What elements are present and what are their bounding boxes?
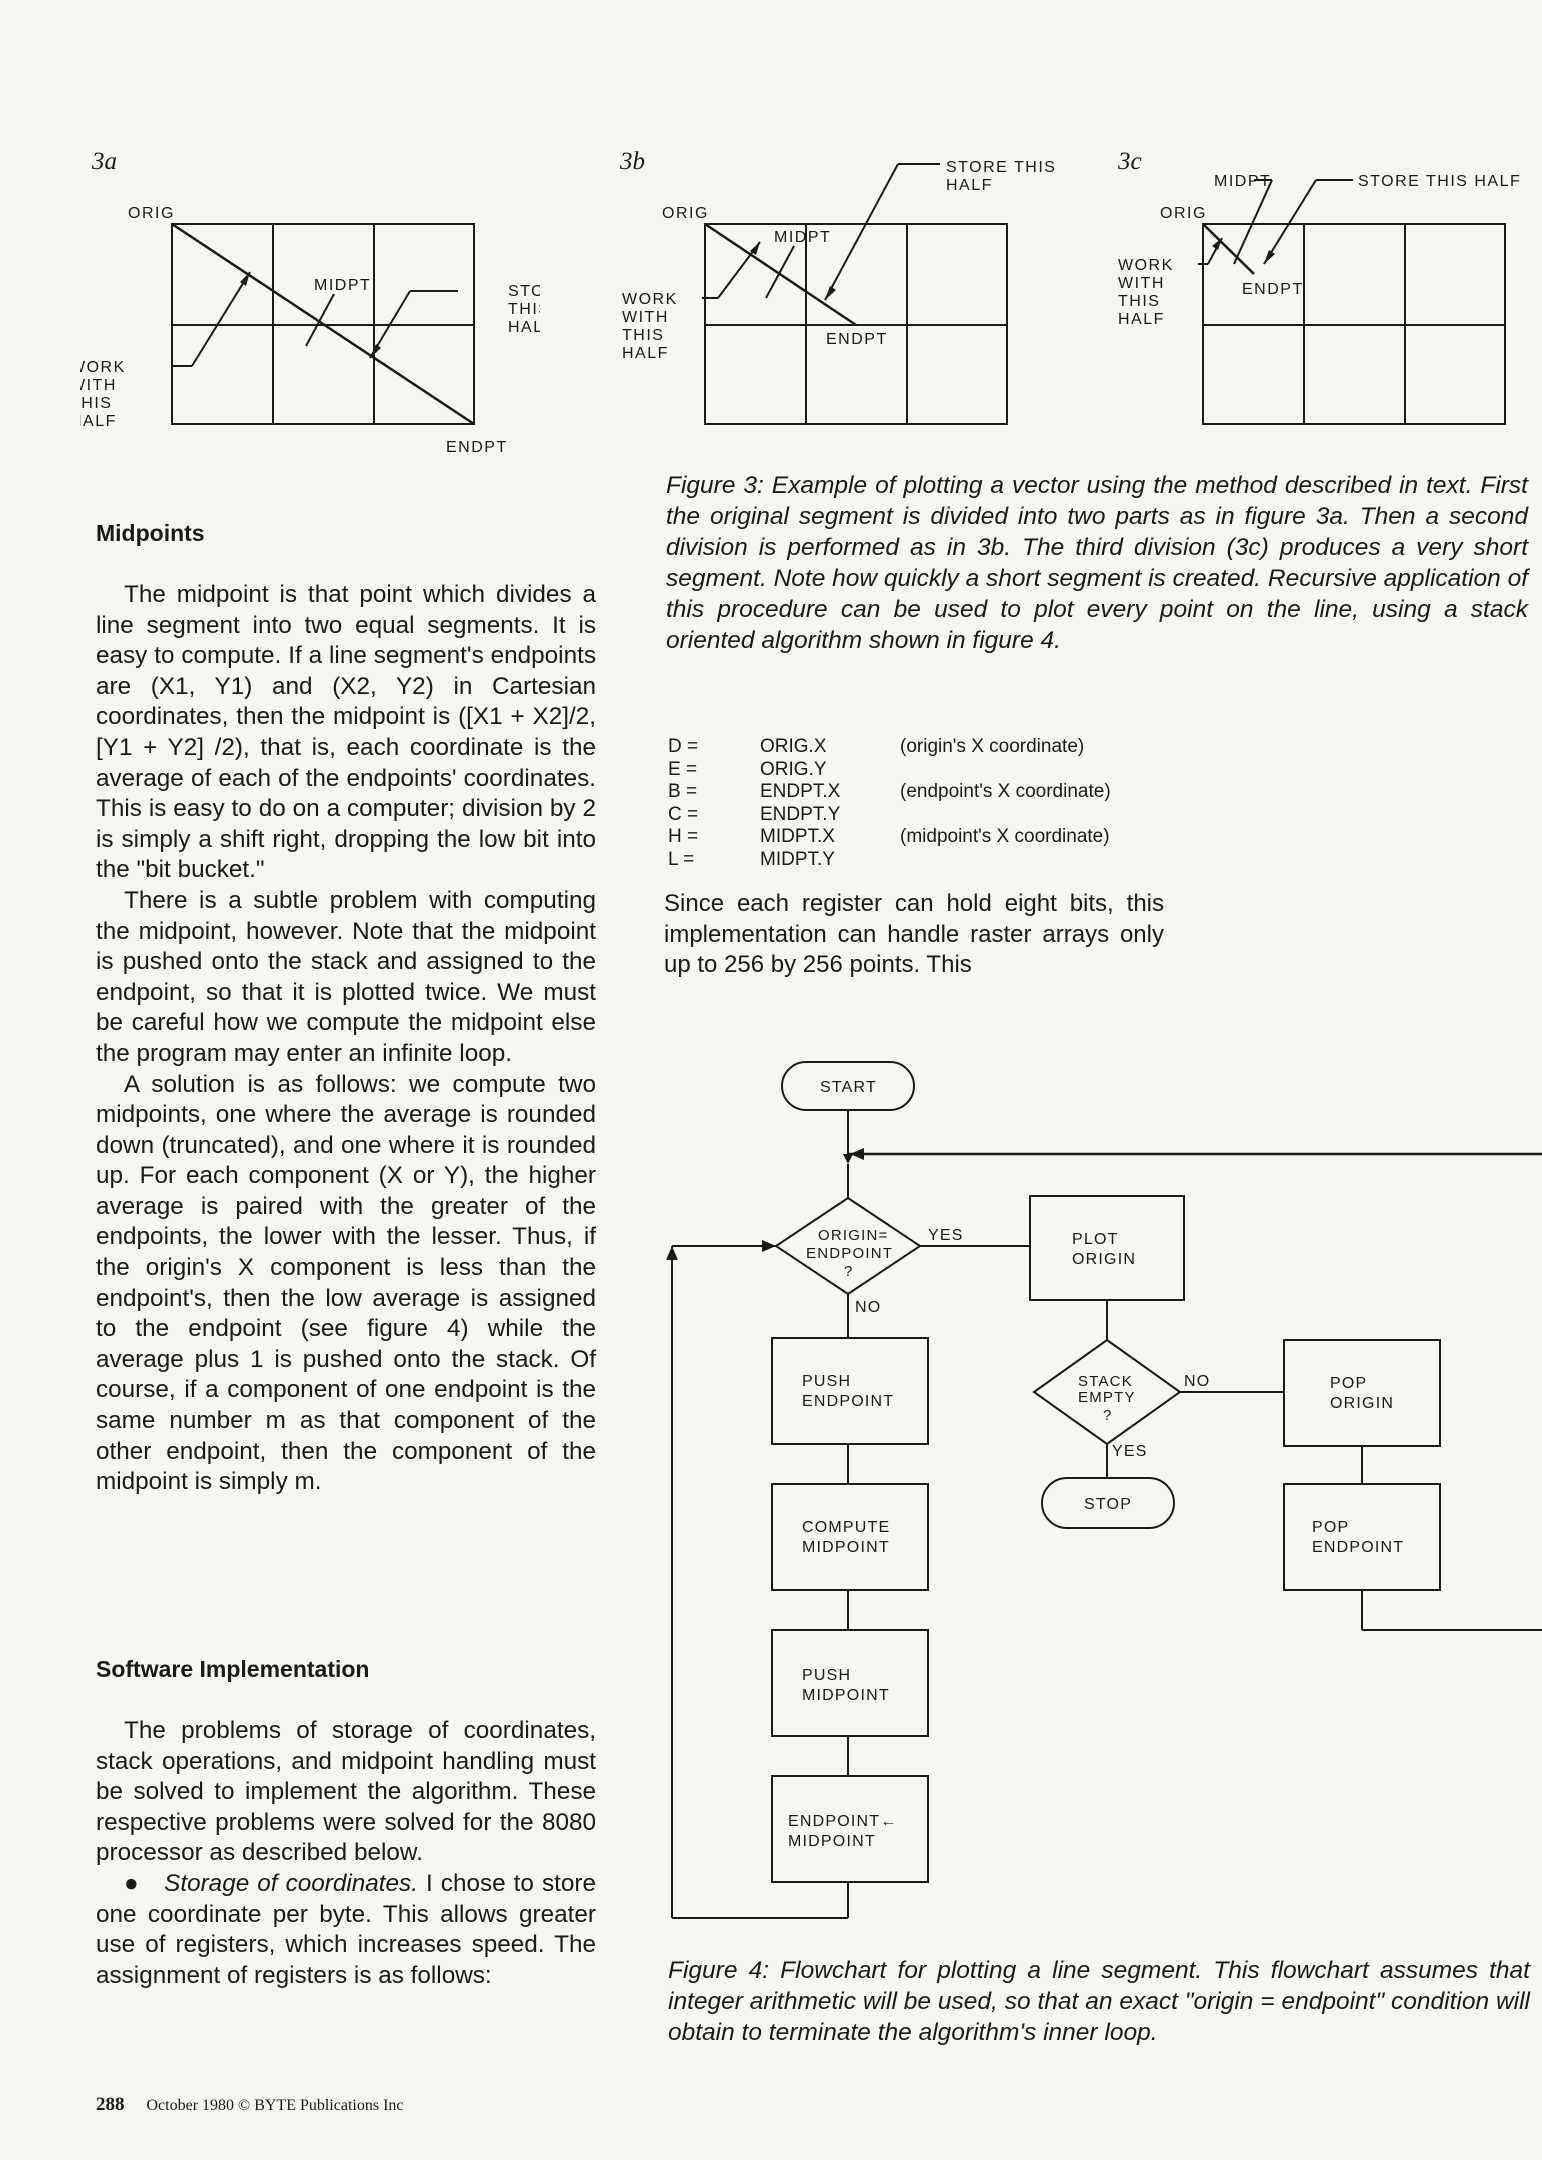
flow-pop-endpoint-line2: ENDPOINT [1312, 1539, 1404, 1556]
fig3a-work-2: WITH [80, 377, 117, 394]
paragraph-solution: A solution is as follows: we compute two… [96, 1070, 596, 1496]
flow-pop-endpoint [1283, 1483, 1441, 1591]
figure-3b-label: 3b [620, 148, 645, 175]
left-column-body: The midpoint is that point which divides… [96, 580, 596, 1498]
paragraph-midpoint-definition: The midpoint is that point which divides… [96, 581, 596, 884]
flow-push-endpoint-line2: ENDPOINT [802, 1393, 894, 1410]
flow-push-midpoint [771, 1629, 929, 1737]
register-row: E = ORIG.Y [668, 758, 827, 780]
flow-stop-label: STOP [1084, 1496, 1132, 1513]
paragraph-storage: ● Storage of coordinates. I chose to sto… [96, 1869, 596, 1991]
flow-compute-midpoint [771, 1483, 929, 1591]
fig3c-work-4: HALF [1118, 311, 1165, 328]
fig3c-store-label: STORE THIS HALF [1358, 173, 1521, 190]
flow-push-midpoint-line2: MIDPOINT [802, 1687, 890, 1704]
flow-decision1-line3: ? [844, 1263, 854, 1280]
fig3b-endpt-label: ENDPT [826, 331, 888, 348]
fig3b-orig-label: ORIG [662, 205, 709, 222]
flow-pop-endpoint-line1: POP [1312, 1519, 1349, 1536]
paragraph-register-capacity: Since each register can hold eight bits,… [664, 890, 1164, 979]
storage-text: I chose to store one coordinate per byte… [96, 1869, 596, 1989]
fig3a-store-3: HALF [508, 319, 540, 336]
fig3a-work-3: THIS [80, 395, 112, 412]
fig3b-store-1: STORE THIS [946, 159, 1056, 176]
flow-decision2-line3: ? [1103, 1407, 1113, 1424]
flow-plot-origin [1029, 1195, 1185, 1301]
flow-push-endpoint [771, 1337, 929, 1445]
flow-assign-line1: ENDPOINT← [788, 1813, 897, 1830]
fig3b-store-2: HALF [946, 177, 993, 194]
fig3a-endpt-label: ENDPT [446, 439, 508, 456]
figure-3c-label: 3c [1118, 148, 1142, 175]
flow-no2: NO [1184, 1373, 1210, 1390]
register-row: C = ENDPT.Y [668, 803, 841, 825]
figure-3a-label: 3a [92, 148, 117, 175]
fig3b-work-2: WITH [622, 309, 669, 326]
register-row: L = MIDPT.Y [668, 848, 835, 870]
flow-decision2-line1: STACK [1078, 1373, 1133, 1390]
fig3a-midpt-label: MIDPT [314, 277, 371, 294]
right-column-text: Since each register can hold eight bits,… [664, 889, 1164, 981]
footer-text: October 1980 © BYTE Publications Inc [146, 2097, 404, 2114]
figure-4-flowchart: START ORIGIN= ENDPOINT ? YES NO PLOT ORI… [666, 1061, 1542, 1919]
paragraph-problems: The problems of storage of coordinates, … [96, 1717, 596, 1867]
flow-start-label: START [820, 1079, 877, 1096]
flow-no1: NO [855, 1299, 881, 1316]
figure-3b-diagram: ORIG MIDPT STORE THIS HALF WORK WITH THI… [622, 159, 1056, 425]
fig3a-work-1: WORK [80, 359, 126, 376]
flow-decision2-line2: EMPTY [1078, 1389, 1136, 1406]
left-column-body-2: The problems of storage of coordinates, … [96, 1716, 596, 1991]
figure-3a-diagram: ORIG MIDPT STORE THIS HALF WORK WITH THI… [80, 205, 540, 456]
fig3c-midpt-label: MIDPT [1214, 173, 1271, 190]
storage-title: Storage of coordinates. [164, 1869, 418, 1897]
flow-yes2: YES [1112, 1443, 1148, 1460]
flow-plot-line1: PLOT [1072, 1231, 1119, 1248]
flow-compute-line2: MIDPOINT [802, 1539, 890, 1556]
paragraph-subtle-problem: There is a subtle problem with computing… [96, 886, 596, 1067]
flow-yes1: YES [928, 1227, 964, 1244]
flow-plot-line2: ORIGIN [1072, 1251, 1136, 1268]
fig3a-work-4: HALF [80, 413, 117, 430]
register-table: D = ORIG.X(origin's X coordinate) E = OR… [668, 736, 1111, 871]
flow-assign-endpoint [771, 1775, 929, 1883]
fig3b-work-3: THIS [622, 327, 664, 344]
flow-push-endpoint-line1: PUSH [802, 1373, 851, 1390]
figure-4-caption: Figure 4: Flowchart for plotting a line … [668, 1957, 1530, 2046]
figure-3-caption: Figure 3: Example of plotting a vector u… [666, 472, 1529, 654]
flow-compute-line1: COMPUTE [802, 1519, 890, 1536]
fig3b-work-4: HALF [622, 345, 669, 362]
flow-decision1-line1: ORIGIN= [818, 1227, 889, 1244]
page-footer: 288 October 1980 © BYTE Publications Inc [96, 2094, 404, 2116]
fig3a-store-1: STORE [508, 283, 540, 300]
fig3c-work-1: WORK [1118, 257, 1174, 274]
bullet: ● [124, 1869, 140, 1897]
fig3c-orig-label: ORIG [1160, 205, 1207, 222]
heading-software-implementation: Software Implementation [96, 1656, 370, 1682]
register-row: B = ENDPT.X(endpoint's X coordinate) [668, 781, 1111, 802]
fig3b-midpt-label: MIDPT [774, 229, 831, 246]
heading-midpoints: Midpoints [96, 520, 205, 546]
register-row: D = ORIG.X(origin's X coordinate) [668, 736, 1085, 757]
register-row: H = MIDPT.X(midpoint's X coordinate) [668, 826, 1110, 847]
flow-push-midpoint-line1: PUSH [802, 1667, 851, 1684]
fig3c-endpt-label: ENDPT [1242, 281, 1304, 298]
flow-decision1-line2: ENDPOINT [806, 1245, 893, 1262]
flow-pop-origin-line1: POP [1330, 1375, 1367, 1392]
figure-3c-diagram: ORIG MIDPT STORE THIS HALF WORK WITH THI… [1118, 173, 1521, 425]
flow-assign-line2: MIDPOINT [788, 1833, 876, 1850]
fig3c-work-2: WITH [1118, 275, 1165, 292]
flow-stop [1041, 1477, 1175, 1529]
fig3c-work-3: THIS [1118, 293, 1160, 310]
fig3a-store-2: THIS [508, 301, 540, 318]
fig3a-orig-label: ORIG [128, 205, 175, 222]
flow-pop-origin-line2: ORIGIN [1330, 1395, 1394, 1412]
fig3b-work-1: WORK [622, 291, 678, 308]
flow-pop-origin [1283, 1339, 1441, 1447]
page-number: 288 [96, 2094, 125, 2115]
